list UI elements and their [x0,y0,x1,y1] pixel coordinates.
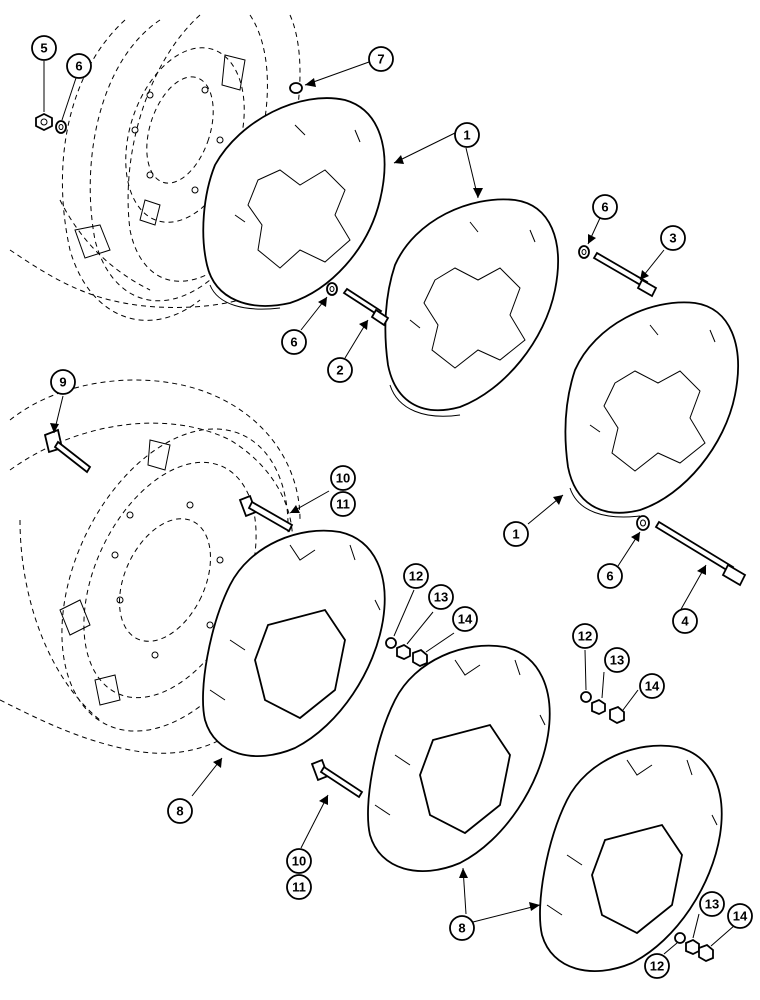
callout-10-lower: 10 [286,848,312,874]
callout-9: 9 [50,369,76,395]
callout-2-label: 2 [336,363,343,378]
bolt-3 [592,251,658,298]
callout-6-label: 6 [290,335,297,350]
callout-14-left: 14 [452,606,478,632]
callout-6-label: 6 [606,569,613,584]
callout-13-label: 13 [610,653,624,668]
callout-10-label: 10 [292,854,306,869]
callout-11-upper: 11 [330,491,356,517]
t-bolt-9 [43,428,92,474]
callout-11-lower: 11 [286,874,312,900]
callout-14-middle: 14 [639,673,665,699]
washer-6-upper-left [55,120,67,134]
callout-12-label: 12 [578,629,592,644]
callout-12-label: 12 [409,569,423,584]
callout-4-label: 4 [681,614,689,629]
nut-5 [35,112,53,132]
callout-10-label: 10 [336,471,350,486]
wheel-weight-1-second [384,198,559,417]
callout-1-label: 1 [512,527,519,542]
bolt-4 [654,520,747,587]
callout-9-label: 9 [59,375,66,390]
callout-6-top-left: 6 [66,53,92,79]
callout-10-upper: 10 [330,465,356,491]
callout-11-label: 11 [336,497,350,512]
callout-2: 2 [327,357,353,383]
callout-3: 3 [660,225,686,251]
callout-7-label: 7 [377,52,384,67]
callout-14-label: 14 [733,909,748,924]
bolt-hole-pattern-lower [111,501,224,659]
callout-12-middle: 12 [572,623,598,649]
bolt-2 [342,287,390,327]
callout-12-left: 12 [403,563,429,589]
callout-4: 4 [672,608,698,634]
bolt-hole-pattern-upper [131,86,224,194]
wheel-weight-8-second [367,644,551,872]
callout-13-right: 13 [699,891,725,917]
washer-6-right [578,245,590,259]
wheel-weight-8-first [202,529,386,757]
spacer-7 [289,82,303,94]
wheel-weight-8-third [539,744,723,972]
bolt-10-upper [238,494,294,533]
callout-14-label: 14 [458,612,473,627]
callout-8-label: 8 [458,921,465,936]
callout-1-label: 1 [463,128,470,143]
callout-12-label: 12 [650,959,664,974]
callout-13-label: 13 [434,590,448,605]
callout-7: 7 [368,46,394,72]
callout-12-right: 12 [644,953,670,979]
callout-6-right: 6 [592,194,618,220]
washer-6-at-weight [326,282,338,296]
callout-8-bottom: 8 [449,915,475,941]
callout-13-left: 13 [428,584,454,610]
callout-6-label: 6 [601,200,608,215]
hardware-set-middle [580,691,625,725]
callout-11-label: 11 [292,880,306,895]
bolt-10-lower [310,758,364,799]
callout-5-label: 5 [40,41,47,56]
callout-6-middle: 6 [281,329,307,355]
callout-6-bottom: 6 [597,563,623,589]
callout-13-middle: 13 [604,647,630,673]
wheel-weight-1-third [564,301,739,518]
hardware-set-right [674,932,714,963]
callout-6-label: 6 [75,59,82,74]
callout-1-top: 1 [454,122,480,148]
callout-5: 5 [31,35,57,61]
callout-1-bottom: 1 [503,521,529,547]
callout-14-right: 14 [727,903,753,929]
callout-14-label: 14 [645,679,660,694]
hardware-set-left [385,637,428,668]
callout-8-label: 8 [176,804,183,819]
washer-6-lower-right [636,515,650,531]
wheel-weight-1-first [202,97,386,310]
callout-3-label: 3 [669,231,676,246]
callout-8-left: 8 [167,798,193,824]
arrowheads [50,78,706,911]
callout-13-label: 13 [705,897,719,912]
